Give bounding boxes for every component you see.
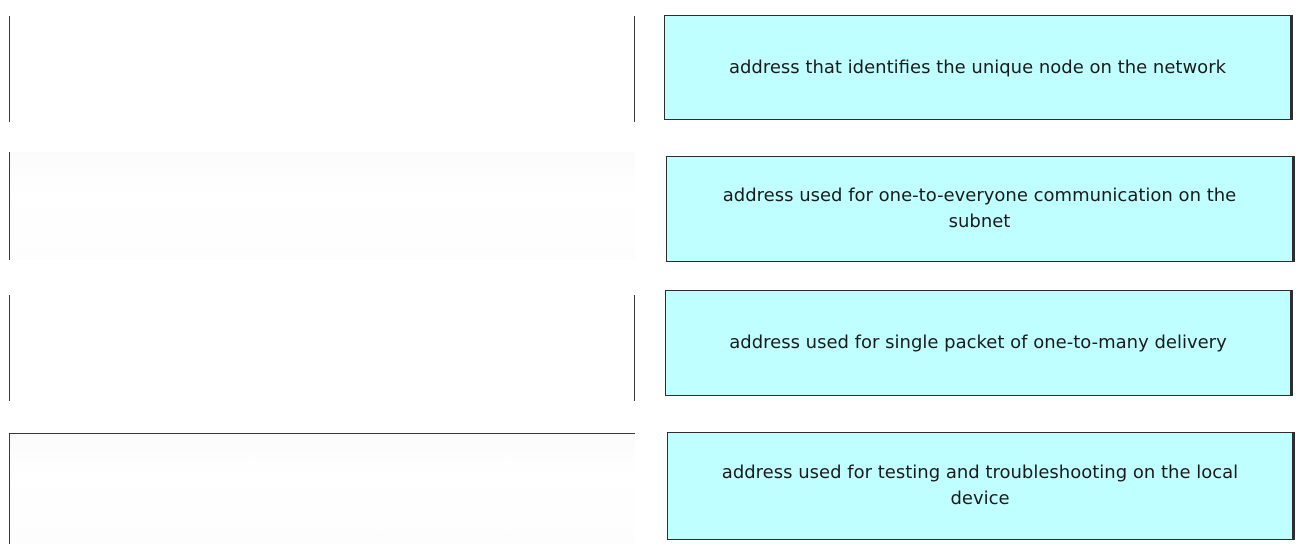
- answer-tile-3[interactable]: address used for single packet of one-to…: [665, 290, 1293, 396]
- answer-tile-2-label: address used for one-to-everyone communi…: [722, 185, 1237, 232]
- answer-tile-1-label: address that identifies the unique node …: [728, 56, 1227, 78]
- answer-tile-4[interactable]: address used for testing and troubleshoo…: [667, 432, 1295, 540]
- drop-target-3[interactable]: [9, 295, 635, 401]
- answer-tile-3-label: address used for single packet of one-to…: [729, 332, 1227, 353]
- drop-target-2[interactable]: [9, 152, 635, 260]
- answer-tile-1[interactable]: address that identifies the unique node …: [664, 15, 1293, 120]
- answer-tile-4-label: address used for testing and troubleshoo…: [721, 462, 1239, 509]
- drop-target-4[interactable]: [9, 433, 635, 544]
- answer-tile-2[interactable]: address used for one-to-everyone communi…: [666, 156, 1295, 262]
- drop-target-1[interactable]: [9, 16, 635, 122]
